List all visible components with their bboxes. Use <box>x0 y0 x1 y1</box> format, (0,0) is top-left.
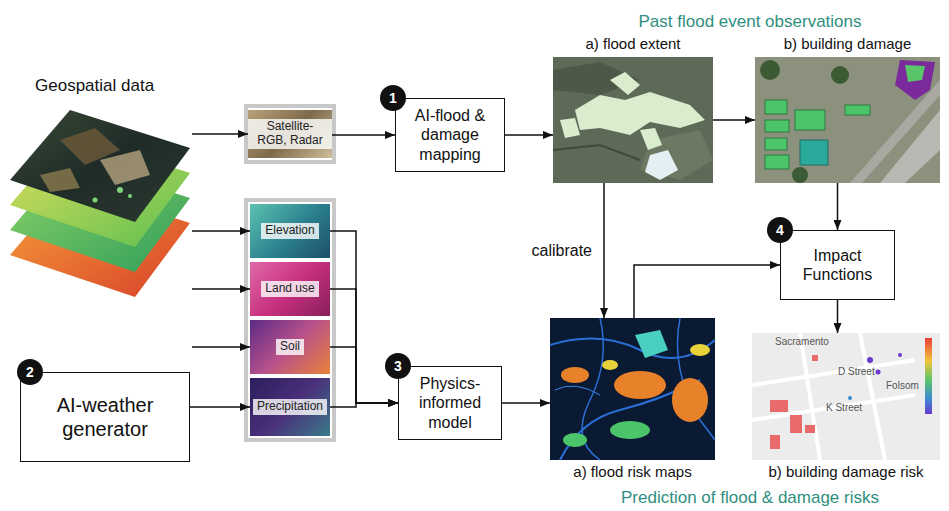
callout-number: 4 <box>767 217 793 243</box>
connector-arrow <box>713 119 755 121</box>
connector-arrow <box>332 134 395 136</box>
data-stack: Geospatial data <box>10 76 192 300</box>
section-heading: Prediction of flood & damage risks <box>560 488 940 508</box>
map-label: D Street <box>838 366 875 377</box>
edge-label: calibrate <box>530 242 594 260</box>
process-box: AI-flood & damage mapping <box>395 98 505 172</box>
connector-arrow <box>837 183 839 230</box>
image-caption: b) building damage risk <box>722 463 949 480</box>
callout-number: 3 <box>385 353 411 379</box>
section-heading: Past flood event observations <box>560 12 940 32</box>
map-label: Folsom <box>886 380 919 391</box>
node-label: Physics-informed model <box>409 374 491 432</box>
image-caption: a) flood extent <box>523 35 743 52</box>
image-panel: b) building damage <box>755 57 940 183</box>
connector-arrow <box>634 265 780 318</box>
damage-risk-map <box>752 333 940 460</box>
node-label: Satellite-RGB, Radar <box>248 119 332 149</box>
node-label: Geospatial data <box>10 76 192 96</box>
image-caption: a) flood risk maps <box>520 463 745 480</box>
flood-extent-image <box>553 57 713 183</box>
connector-arrow <box>190 406 250 408</box>
process-box: Impact Functions <box>780 230 895 300</box>
data-thumbnail: Land use <box>250 262 330 316</box>
image-caption: b) building damage <box>725 35 949 52</box>
image-panel: a) flood extent <box>553 57 713 183</box>
node-label: Impact Functions <box>791 246 884 284</box>
node-label: Land use <box>261 281 318 297</box>
node-label: Soil <box>276 339 304 355</box>
connector-arrow <box>192 230 250 232</box>
thumb-frame <box>246 106 334 162</box>
connector-arrow <box>192 346 250 348</box>
connector-arrow <box>603 183 605 318</box>
process-box: AI-weather generator <box>20 372 190 462</box>
callout-number: 2 <box>17 359 43 385</box>
connector-arrow <box>330 289 398 403</box>
layer-stack <box>10 110 190 297</box>
data-thumbnail: Soil <box>250 320 330 374</box>
node-label: AI-weather generator <box>31 393 179 441</box>
map-label: Sacramento <box>775 336 829 347</box>
connector-arrow <box>502 402 550 404</box>
node-label: AI-flood & damage mapping <box>406 106 494 164</box>
node-label: Elevation <box>261 223 318 239</box>
image-panel: b) building damage risk <box>752 333 940 460</box>
node-label: Precipitation <box>253 399 327 415</box>
connector-arrow <box>330 231 398 403</box>
connector-arrow <box>505 134 553 136</box>
image-panel: a) flood risk maps <box>550 318 715 460</box>
connector-arrow <box>192 288 250 290</box>
data-thumbnail: Elevation <box>250 204 330 258</box>
connector-arrow <box>837 300 839 333</box>
process-box: Physics-informed model <box>398 366 502 440</box>
connector-arrow <box>330 403 398 407</box>
data-thumbnail: Precipitation <box>250 378 330 436</box>
callout-number: 1 <box>380 85 406 111</box>
building-damage-image <box>755 57 940 183</box>
connector-arrow <box>192 133 248 135</box>
thumb-frame <box>246 200 334 440</box>
data-thumbnail: Satellite-RGB, Radar <box>248 110 332 158</box>
map-label: K Street <box>826 402 862 413</box>
flood-risk-map <box>550 318 715 460</box>
